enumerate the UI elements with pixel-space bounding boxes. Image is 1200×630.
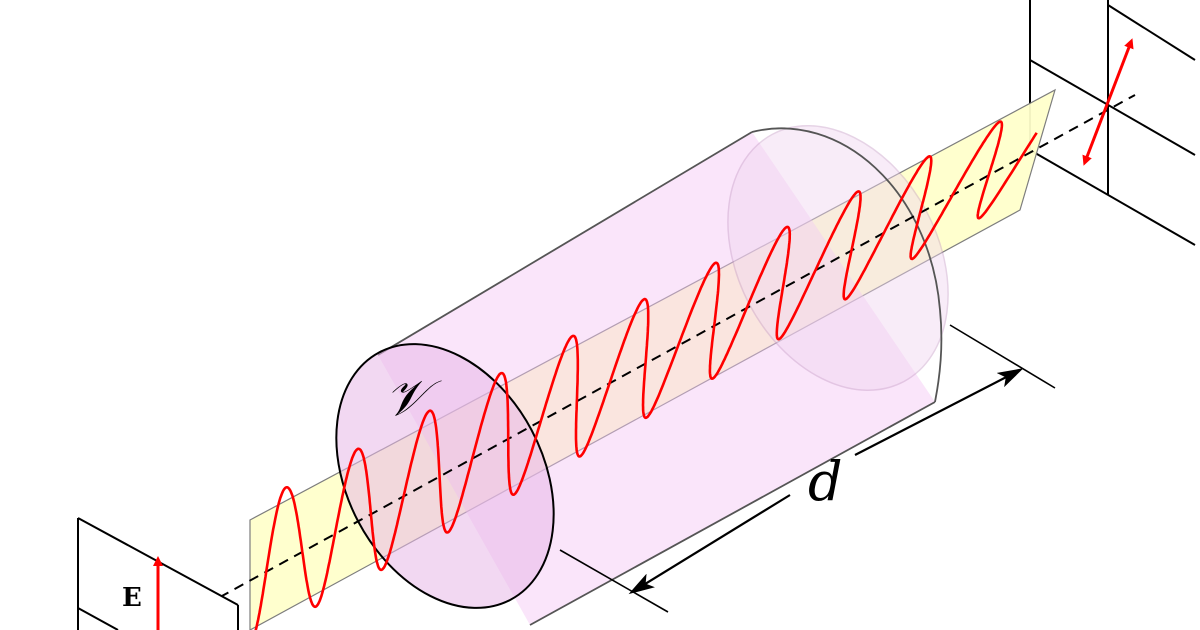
electric-field-wave [254, 120, 1038, 630]
output-polarization-arrow [1082, 38, 1134, 166]
distance-marker [559, 324, 1056, 613]
propagation-axis [159, 94, 1136, 630]
medium-cylinder [335, 125, 949, 626]
distance-label: d [808, 450, 843, 513]
output-polarizer-grid [1029, 0, 1196, 246]
field-label: E [122, 583, 142, 613]
